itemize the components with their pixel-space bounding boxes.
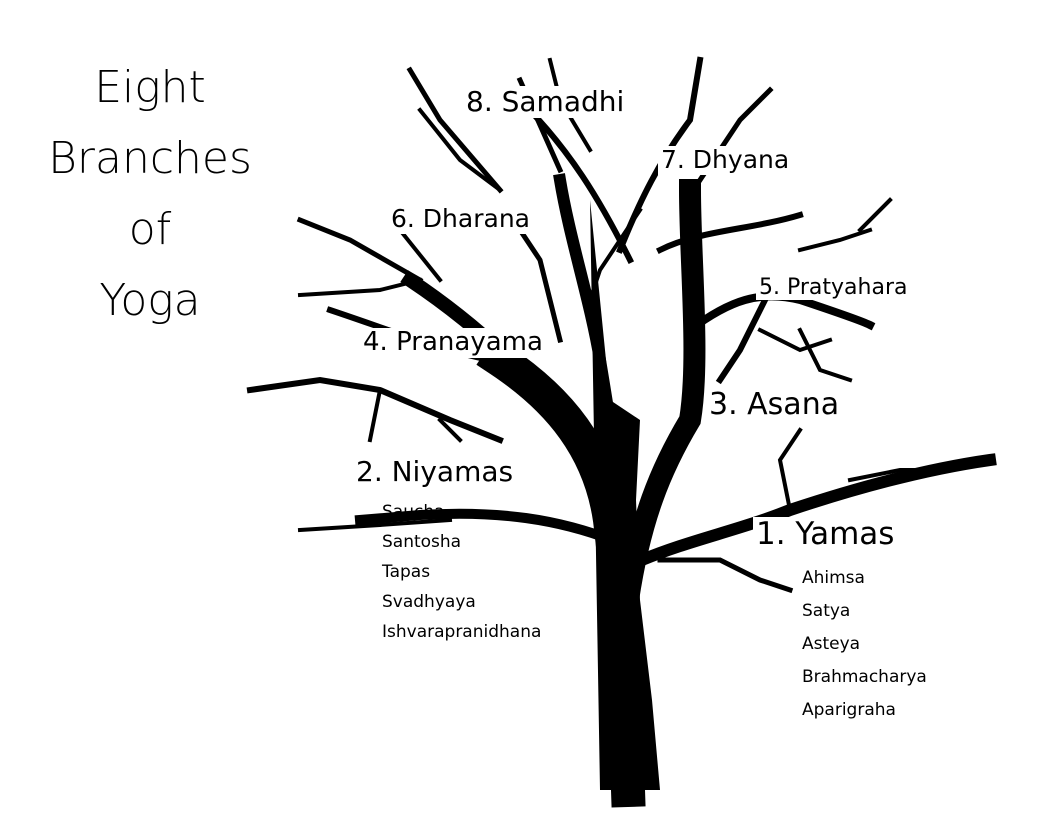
niyama-item: Santosha: [382, 532, 462, 552]
title-line: Branches: [48, 133, 252, 184]
title-line: Eight: [94, 62, 206, 113]
branch-label-niyamas: 2. Niyamas: [353, 455, 517, 489]
niyamas-list: Saucha Santosha Tapas Svadhyaya Ishvarap…: [382, 497, 541, 647]
niyama-item: Tapas: [382, 562, 431, 582]
niyama-item: Ishvarapranidhana: [382, 622, 542, 642]
diagram-title: Eight Branches of Yoga: [40, 52, 260, 336]
niyama-item: Svadhyaya: [382, 592, 476, 612]
yama-item: Aparigraha: [802, 700, 896, 720]
branch-label-yamas: 1. Yamas: [753, 516, 898, 553]
branch-label-dhyana: 7. Dhyana: [658, 145, 793, 175]
title-line: of: [128, 204, 172, 255]
yama-item: Ahimsa: [802, 568, 865, 588]
title-line: Yoga: [99, 275, 201, 326]
yama-item: Satya: [802, 601, 851, 621]
yama-item: Brahmacharya: [802, 667, 927, 687]
yama-item: Asteya: [802, 634, 861, 654]
yamas-list: Ahimsa Satya Asteya Brahmacharya Aparigr…: [802, 562, 927, 727]
branch-label-pranayama: 4. Pranayama: [360, 327, 546, 358]
branch-label-pratyahara: 5. Pratyahara: [756, 275, 911, 301]
branch-label-asana: 3. Asana: [706, 387, 843, 423]
branch-label-dharana: 6. Dharana: [388, 204, 533, 234]
niyama-item: Saucha: [382, 502, 445, 522]
branch-label-samadhi: 8. Samadhi: [463, 85, 628, 119]
